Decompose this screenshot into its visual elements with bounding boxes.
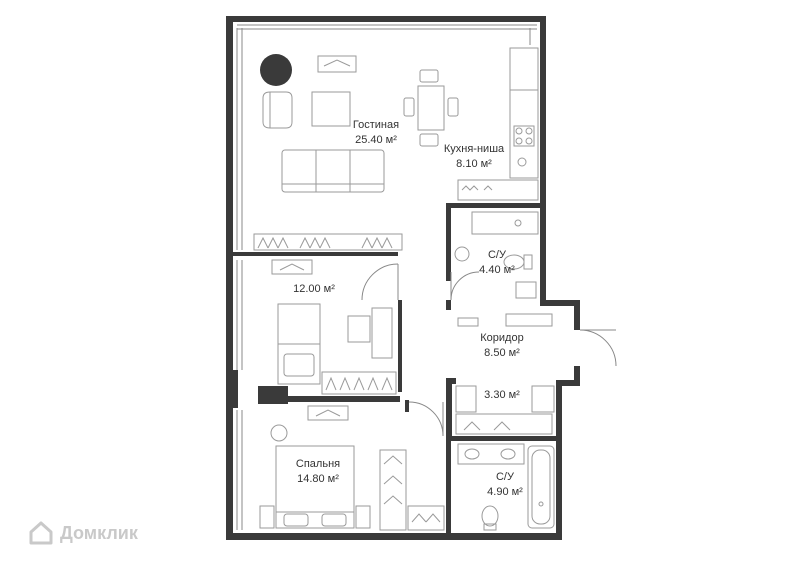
bath1-area: 4.40 м²	[479, 264, 515, 276]
bath2-area: 4.90 м²	[487, 486, 523, 498]
bath1-fixtures	[454, 211, 539, 299]
bedroom-name: Спальня	[295, 458, 341, 470]
living-furniture	[253, 54, 459, 251]
bedroom-furniture	[259, 405, 445, 531]
doors	[361, 263, 617, 437]
bedroom-label: Спальня 14.80 м²	[296, 457, 340, 487]
watermark: Домклик	[28, 520, 138, 546]
corridor-fixtures	[455, 313, 555, 435]
corridor-name: Коридор	[480, 332, 524, 344]
closet-area: 3.30 м²	[484, 389, 520, 401]
room-furniture	[271, 259, 397, 395]
corridor-area: 8.50 м²	[484, 347, 520, 359]
room-label: 12.00 м²	[293, 282, 335, 297]
living-room-area: 25.40 м²	[355, 134, 397, 146]
windows	[236, 24, 537, 530]
bedroom-area: 14.80 м²	[297, 473, 339, 485]
bath2-label: С/У 4.90 м²	[487, 470, 523, 500]
bath2-fixtures	[457, 443, 555, 531]
kitchen-label: Кухня-ниша 8.10 м²	[444, 142, 504, 172]
kitchen-area: 8.10 м²	[456, 158, 492, 170]
kitchen-name: Кухня-ниша	[443, 143, 505, 155]
watermark-text: Домклик	[60, 522, 138, 543]
bath2-name: С/У	[495, 471, 514, 483]
living-room-name: Гостиная	[352, 119, 400, 131]
walls	[226, 16, 580, 540]
room-area: 12.00 м²	[293, 283, 335, 295]
house-logo-icon	[29, 521, 53, 545]
living-room-label: Гостиная 25.40 м²	[353, 118, 399, 148]
corridor-label: Коридор 8.50 м²	[480, 331, 523, 361]
bath1-label: С/У 4.40 м²	[479, 248, 515, 278]
bath1-name: С/У	[487, 249, 506, 261]
kitchen-furniture	[457, 47, 539, 201]
closet-label: 3.30 м²	[484, 388, 520, 403]
